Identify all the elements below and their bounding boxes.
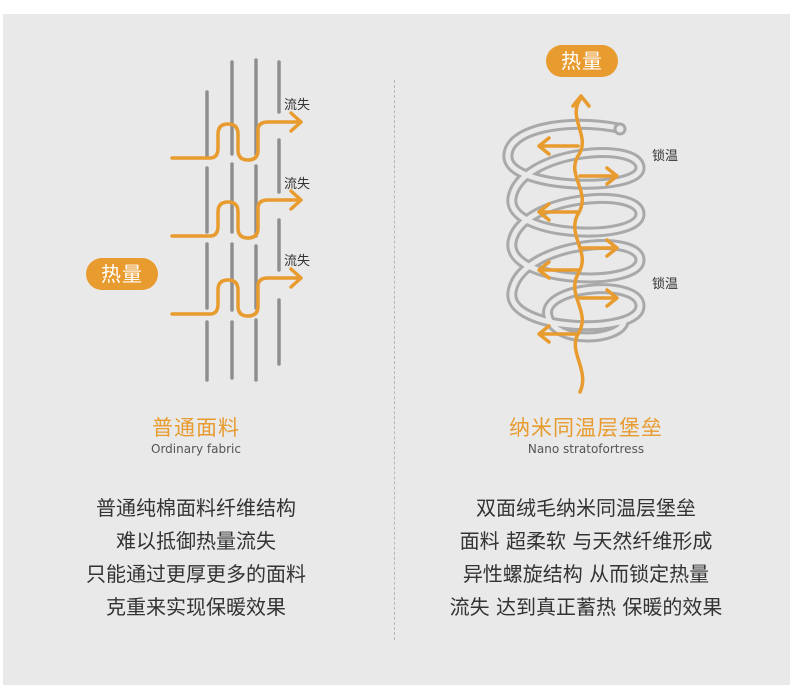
nano-title: 纳米同温层堡垒 (509, 416, 663, 440)
description-line: 难以抵御热量流失 (116, 529, 276, 553)
heat-flow-arrow (170, 276, 302, 318)
heat-flow-arrow (170, 198, 302, 240)
heat-pill: 热量 (86, 258, 158, 290)
ordinary-fabric-description: 普通纯棉面料纤维结构 难以抵御热量流失 只能通过更厚更多的面料 克重来实现保暖效… (16, 492, 376, 624)
spiral-coil-inner (505, 121, 643, 340)
description-line: 克重来实现保暖效果 (106, 595, 286, 619)
loss-label: 流失 (284, 177, 311, 192)
loss-label: 流失 (284, 98, 311, 113)
description-line: 流失 达到真正蓄热 保暖的效果 (449, 595, 723, 619)
loss-label: 流失 (284, 254, 311, 269)
heat-pill: 热量 (546, 45, 618, 77)
arrowhead (289, 267, 303, 289)
ordinary-fabric-title: 普通面料 (152, 416, 240, 440)
nano-description: 双面绒毛纳米同温层堡垒 面料 超柔软 与天然纤维形成 异性螺旋结构 从而锁定热量… (406, 492, 766, 624)
description-line: 面料 超柔软 与天然纤维形成 (459, 529, 713, 553)
lock-label: 锁温 (652, 149, 679, 164)
description-line: 双面绒毛纳米同温层堡垒 (476, 496, 696, 520)
description-line: 只能通过更厚更多的面料 (86, 562, 306, 586)
arrowhead (289, 189, 303, 211)
description-line: 普通纯棉面料纤维结构 (96, 496, 296, 520)
lock-label: 锁温 (652, 277, 679, 292)
coil-end (613, 122, 627, 136)
heat-flow-arrow (170, 120, 302, 162)
background-panel (3, 14, 790, 685)
ordinary-fabric-subtitle: Ordinary fabric (151, 442, 241, 456)
description-line: 异性螺旋结构 从而锁定热量 (462, 562, 710, 586)
nano-subtitle: Nano stratofortress (527, 442, 645, 456)
heat-wave-path (572, 96, 585, 394)
arrowhead (289, 111, 303, 133)
arrowhead (571, 94, 591, 108)
center-divider (394, 80, 395, 640)
